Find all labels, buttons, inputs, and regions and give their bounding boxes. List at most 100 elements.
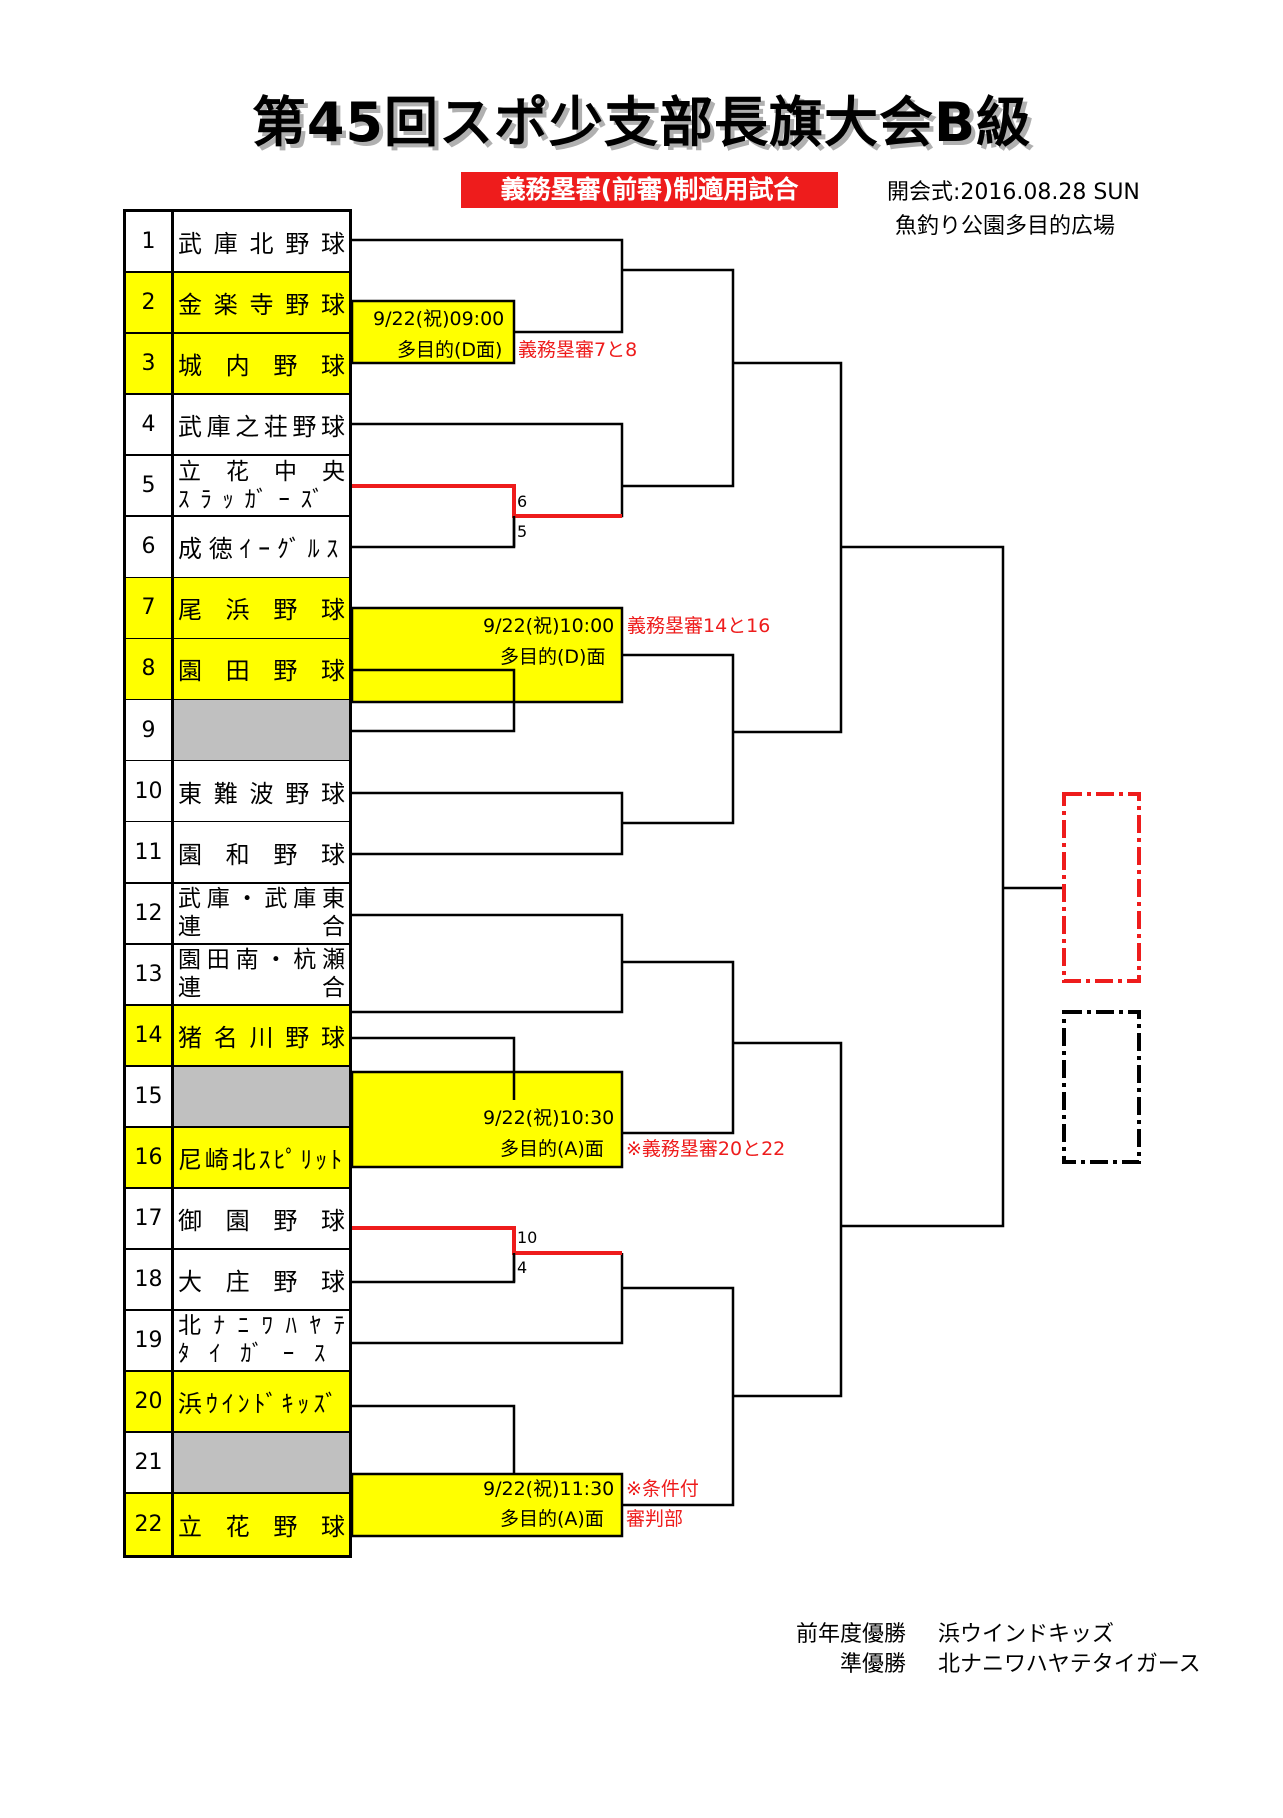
team-name-line2: 連合 (178, 975, 345, 1002)
team-name: 武庫北野球 (174, 212, 349, 272)
team-name-text: 武庫之荘野球 (178, 413, 345, 442)
team-name: 立花野球 (174, 1493, 349, 1556)
team-name: 猪名川野球 (174, 1005, 349, 1065)
match-box-g1 (350, 299, 516, 365)
line-r2-d (622, 1286, 735, 1507)
winner-path-5 (352, 484, 622, 518)
g4-field: 多目的(A)面 (500, 1508, 604, 1530)
team-name: 武庫・武庫東連合 (174, 883, 349, 943)
team-name-text: 大庄野球 (178, 1267, 345, 1296)
team-number: 7 (126, 578, 174, 638)
team-number: 13 (126, 944, 174, 1004)
team-number: 14 (126, 1005, 174, 1065)
team-name: 金楽寺野球 (174, 273, 349, 333)
ceremony-date: 開会式:2016.08.28 SUN (887, 180, 1140, 205)
team-name: 園和野球 (174, 822, 349, 882)
line-r1-m12 (352, 913, 624, 1014)
g1-umpire: 義務塁審7と8 (518, 339, 638, 361)
team-number: 10 (126, 761, 174, 821)
team-name: 浜ｳｲﾝﾄﾞｷｯｽﾞ (174, 1371, 349, 1432)
team-name: 武庫之荘野球 (174, 395, 349, 455)
line-semi (841, 545, 1005, 1228)
winner-path-17 (352, 1226, 622, 1255)
team-name: 成徳ｲｰｸﾞﾙｽ (174, 517, 349, 577)
team-name-text: 尾浜野球 (178, 596, 345, 625)
bye-slot (174, 700, 349, 760)
team-number: 17 (126, 1188, 174, 1249)
team-name-text: 金楽寺野球 (178, 291, 345, 320)
team-name-text: 御園野球 (178, 1206, 345, 1235)
previous-results: 前年度優勝 浜ウインドキッズ 準優勝 北ナニワハヤテタイガース (754, 1620, 1201, 1680)
ceremony-venue: 魚釣り公園多目的広場 (895, 214, 1116, 239)
runnerup-label: 準優勝 (839, 1652, 906, 1677)
team-name-line2: 連合 (178, 914, 345, 941)
team-number: 5 (126, 456, 174, 516)
match-box-g3 (350, 1070, 624, 1169)
team-name: 御園野球 (174, 1188, 349, 1249)
team-name: 園田南・杭瀬連合 (174, 944, 349, 1004)
score-18: 4 (517, 1258, 528, 1277)
runnerup-box (1062, 1010, 1141, 1164)
team-name-text: 武庫北野球 (178, 230, 345, 259)
team-number: 2 (126, 273, 174, 333)
bye-slot (174, 1432, 349, 1493)
g4-umpire-dept: 審判部 (626, 1508, 684, 1530)
team-name-text: 城内野球 (178, 352, 345, 381)
team-number: 15 (126, 1066, 174, 1126)
rule-badge: 義務塁審(前審)制適用試合 (461, 172, 838, 208)
line-r2-a (622, 268, 735, 488)
line-r1-m8 (352, 668, 516, 733)
team-number: 18 (126, 1249, 174, 1310)
champion-label: 前年度優勝 (795, 1622, 906, 1647)
line-r1-m18 (352, 1253, 624, 1345)
score-6: 5 (517, 522, 528, 541)
team-number: 9 (126, 700, 174, 760)
team-number: 6 (126, 517, 174, 577)
team-name: 東難波野球 (174, 761, 349, 821)
g4-time: 9/22(祝)11:30 (483, 1478, 615, 1500)
g3-time: 9/22(祝)10:30 (483, 1107, 615, 1129)
team-number: 11 (126, 822, 174, 882)
team-name: 北ﾅﾆﾜﾊﾔﾃﾀｲｶﾞｰｽ (174, 1310, 349, 1371)
team-name-line2: ｽﾗｯｶﾞｰｽﾞ (178, 486, 335, 513)
team-name-text: 尼崎北ｽﾋﾟﾘｯﾄ (178, 1145, 345, 1174)
team-row: 21 (126, 1432, 349, 1495)
team-name-text: 猪名川野球 (178, 1023, 345, 1052)
line-r1-m10 (352, 791, 624, 856)
team-name-text: 立花野球 (178, 1513, 345, 1542)
team-name-text: 園田野球 (178, 657, 345, 686)
team-name: 立花中央ｽﾗｯｶﾞｰｽﾞ (174, 456, 349, 516)
team-number: 12 (126, 883, 174, 943)
team-number: 8 (126, 639, 174, 699)
g3-field: 多目的(A)面 (500, 1138, 604, 1160)
line-r2-b (622, 653, 735, 825)
team-number: 20 (126, 1371, 174, 1432)
match-box-g4 (350, 1472, 624, 1538)
g2-umpire: 義務塁審14と16 (627, 615, 771, 637)
g3-umpire: ※義務塁審20と22 (626, 1138, 786, 1160)
team-number: 21 (126, 1432, 174, 1493)
team-number: 4 (126, 395, 174, 455)
line-r3-a (733, 361, 843, 734)
g4-umpire-note: ※条件付 (626, 1478, 699, 1500)
team-name-line1: 立花中央 (178, 458, 345, 485)
team-name: 園田野球 (174, 639, 349, 699)
team-name-line2: ﾀｲｶﾞｰｽ (178, 1341, 345, 1368)
